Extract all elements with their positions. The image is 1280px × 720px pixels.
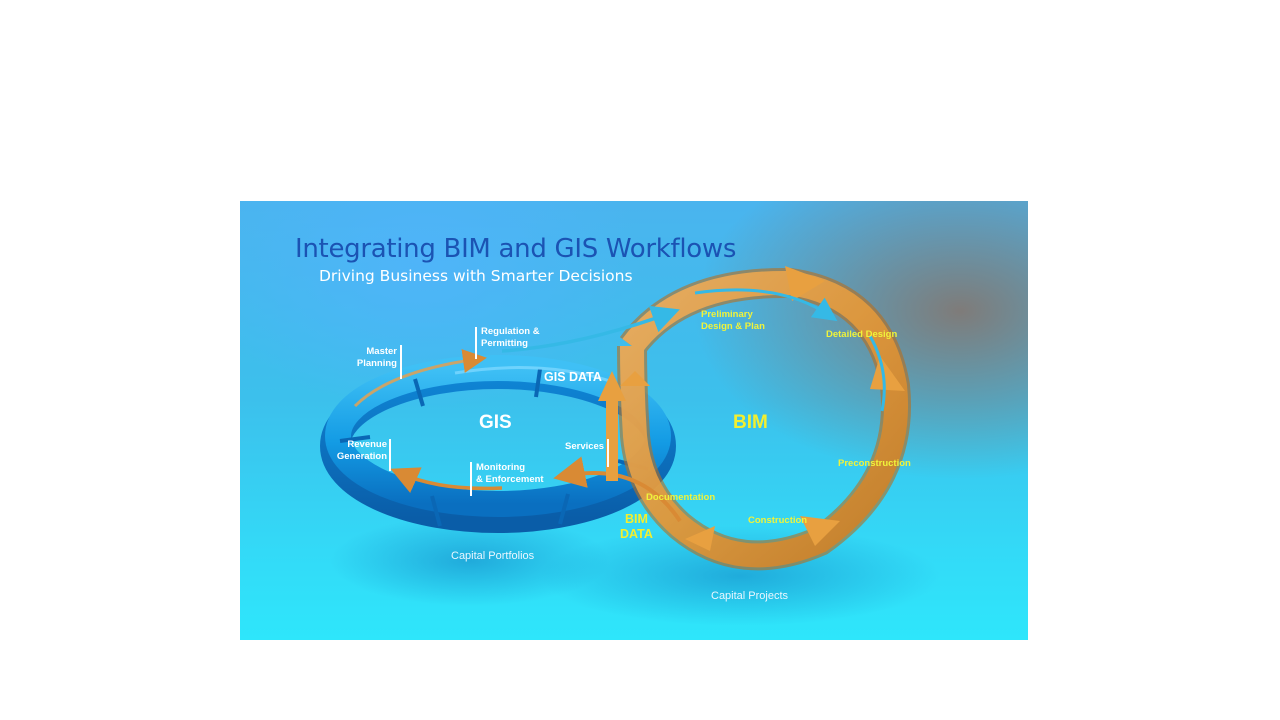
slide-title: Integrating BIM and GIS Workflows [295, 234, 737, 264]
bim-ring-shadow [540, 526, 940, 626]
stage-detailed-design: Detailed Design [826, 329, 898, 340]
bim-center-label: BIM [733, 412, 768, 433]
stage-monitoring-enforcement: Monitoring & Enforcement [476, 462, 544, 485]
gis-ring-shadow [330, 516, 610, 606]
workflow-diagram [320, 266, 940, 626]
stage-construction: Construction [748, 515, 808, 526]
services-tick [607, 439, 609, 467]
gis-flow-arrow-left [353, 349, 487, 408]
stage-documentation: Documentation [646, 492, 716, 503]
stage-preliminary-design: Preliminary Design & Plan [701, 309, 765, 332]
revenue-tick [389, 439, 391, 471]
bim-top-arrow [694, 288, 838, 322]
gis-flow-arrow-bottom [390, 467, 503, 493]
gis-center-label: GIS [479, 412, 512, 433]
regulation-tick [475, 327, 477, 359]
gis-caption: Capital Portfolios [451, 550, 535, 562]
stage-preconstruction: Preconstruction [838, 458, 911, 469]
stage-master-planning: Master Planning [356, 346, 397, 369]
gis-to-bim-arrow [501, 305, 680, 353]
bim-ring [617, 266, 911, 571]
gis-ring [320, 355, 676, 533]
gis-data-label: GIS DATA [544, 370, 602, 384]
bim-data-label: BIM DATA [620, 512, 653, 541]
monitoring-tick [470, 462, 472, 496]
bim-right-arrow [868, 335, 886, 412]
slide: Integrating BIM and GIS Workflows Drivin… [240, 201, 1028, 640]
bim-caption: Capital Projects [711, 590, 789, 602]
slide-subtitle: Driving Business with Smarter Decisions [319, 267, 633, 285]
master-planning-tick [400, 345, 402, 379]
stage-regulation-permitting: Regulation & Permitting [481, 326, 540, 349]
bim-to-gis-arrow [553, 456, 682, 523]
stage-revenue-generation: Revenue Generation [336, 439, 387, 462]
stage-services: Services [565, 441, 605, 452]
